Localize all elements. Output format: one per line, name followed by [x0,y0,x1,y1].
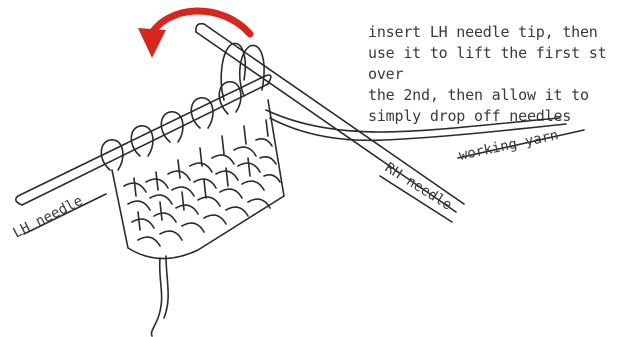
rh-needle-label: RH needle [382,160,455,214]
lh-needle [16,75,271,205]
rotation-arrow-icon [138,11,250,58]
knitted-fabric [112,100,284,259]
lh-needle-label: LH needle [11,193,86,242]
tail-yarn [151,256,168,336]
